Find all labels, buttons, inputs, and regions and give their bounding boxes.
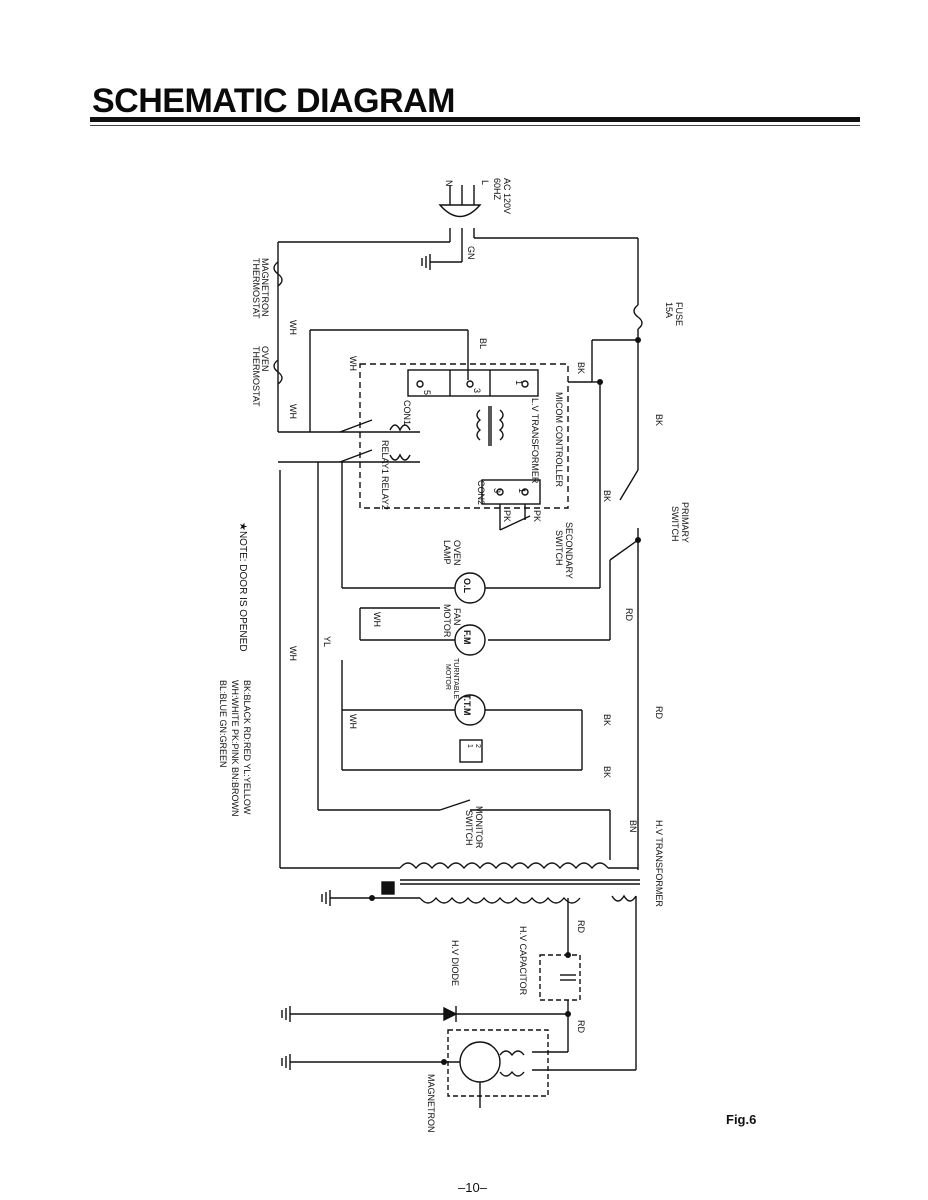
fan-motor-label: FAN xyxy=(452,608,462,626)
con2-connector xyxy=(481,479,541,505)
wire-tag-bk-3: BK xyxy=(602,490,612,502)
con2-label: CON2 xyxy=(476,480,486,505)
primary-switch xyxy=(619,469,639,501)
lv-transformer-primary xyxy=(476,409,482,441)
title-underline xyxy=(90,117,860,122)
secondary-switch-label-2: SWITCH xyxy=(554,530,564,566)
pin-1-label: 1 xyxy=(514,380,524,385)
wire-tag-rd-2: RD xyxy=(654,706,664,719)
pin-5-label: 5 xyxy=(422,390,432,395)
hv-capacitor-label: H.V CAPACITOR xyxy=(518,926,528,996)
ground-symbols xyxy=(281,254,431,1070)
wire-tag-yl: YL xyxy=(322,636,332,647)
page-title: SCHEMATIC DIAGRAM xyxy=(92,82,455,120)
door-note: ★NOTE: DOOR IS OPENED xyxy=(237,522,248,652)
oven-thermostat-label-2: THERMOSTAT xyxy=(251,346,261,407)
legend-row-1: BK:BLACK RD:RED YL:YELLOW xyxy=(242,680,252,815)
primary-switch-label-2: SWITCH xyxy=(670,506,680,542)
fuse-label: FUSE xyxy=(674,302,684,326)
primary-switch-label: PRIMARY xyxy=(680,502,690,543)
turntable-connector xyxy=(459,739,483,763)
junction-dots xyxy=(369,337,641,1065)
con1-connector xyxy=(407,369,539,397)
wire-tag-bk-2: BK xyxy=(654,414,664,426)
tt-pin-1-label: 1 xyxy=(466,744,473,748)
oven-lamp-symbol: O.L xyxy=(462,578,472,594)
wire-tag-wh-6: WH xyxy=(348,714,358,729)
secondary-switch xyxy=(499,515,531,531)
micom-controller-label: MICOM CONTROLLER xyxy=(554,392,564,488)
legend-row-3: BL:BLUE GN:GREEN xyxy=(218,680,228,768)
turntable-motor-label-2: MOTOR xyxy=(444,664,451,690)
magnetron-thermostat-label: MAGNETRON xyxy=(260,258,270,317)
magnetron-thermostat-symbol xyxy=(273,261,283,287)
gn-label: GN xyxy=(466,246,476,260)
magnetron-symbol xyxy=(459,1041,501,1083)
tt-pin-2-label: 2 xyxy=(474,744,481,748)
power-plug xyxy=(438,204,482,218)
wire-tag-wh-3: WH xyxy=(288,404,298,419)
figure-label: Fig.6 xyxy=(726,1112,757,1127)
relay1-label: RELAY1 xyxy=(380,440,390,474)
relay2-label: RELAY2 xyxy=(380,476,390,510)
wire-tag-rd-3: RD xyxy=(576,920,586,933)
hv-diode-symbol xyxy=(443,1006,458,1022)
ac-supply-label: AC 120V xyxy=(502,178,512,214)
hv-transformer-filament xyxy=(611,894,637,902)
fan-motor-symbol: F.M xyxy=(462,630,472,645)
magnetron-box xyxy=(447,1029,549,1097)
wire-tag-bk-1: BK xyxy=(576,362,586,374)
wire-tag-bn: BN xyxy=(628,820,638,833)
oven-lamp-label: OVEN xyxy=(452,540,462,566)
pin-3-label: 3 xyxy=(472,388,482,393)
wire-tag-wh-4: WH xyxy=(372,612,382,627)
fuse-rating-label: 15A xyxy=(664,302,674,318)
secondary-switch-label: SECONDARY xyxy=(564,522,574,579)
oven-thermostat-symbol xyxy=(273,359,283,385)
title-underline-thin xyxy=(90,125,860,126)
wire-tag-bk-5: BK xyxy=(602,766,612,778)
plug-n-label: N xyxy=(444,180,454,187)
oven-thermostat-label: OVEN xyxy=(260,346,270,372)
wire-tag-wh-2: WH xyxy=(288,320,298,335)
relay1-coil xyxy=(389,424,411,432)
wire-tag-rd-1: RD xyxy=(624,608,634,621)
monitor-switch-label: MONITOR xyxy=(474,806,484,849)
con2-pin-3-label: 3 xyxy=(492,488,502,493)
plug-l-label: L xyxy=(480,180,490,185)
turntable-motor-symbol: T.T.M xyxy=(462,694,472,716)
wire-tag-wh-5: WH xyxy=(288,646,298,661)
legend-row-2: WH:WHITE PK:PINK BN:BROWN xyxy=(230,680,240,817)
magnetron-label: MAGNETRON xyxy=(426,1074,436,1133)
hv-diode-label: H.V DIODE xyxy=(450,940,460,986)
con1-label: CON1 xyxy=(402,400,412,425)
wire-tag-bl: BL xyxy=(478,338,488,349)
page-number: –10– xyxy=(458,1180,487,1195)
fuse-symbol xyxy=(633,304,643,330)
lv-transformer-label: L.V TRANSFORMER xyxy=(530,398,540,484)
hv-capacitor-box xyxy=(539,954,581,1001)
lv-transformer-secondary xyxy=(498,409,504,441)
wire-tag-pk-1: PK xyxy=(502,510,512,522)
wires xyxy=(273,185,643,1108)
magnetron-thermostat-label-2: THERMOSTAT xyxy=(251,258,261,319)
oven-lamp-label-2: LAMP xyxy=(442,540,452,565)
wire-tag-bk-4: BK xyxy=(602,714,612,726)
con2-pin-1-label: 1 xyxy=(517,488,527,493)
monitor-switch xyxy=(439,799,471,811)
turntable-motor-label: TURNTABLE xyxy=(452,658,459,699)
fan-motor-label-2: MOTOR xyxy=(442,604,452,638)
ac-frequency-label: 60HZ xyxy=(492,178,502,201)
micom-controller-box xyxy=(359,363,569,509)
hv-transformer-secondary xyxy=(419,896,581,904)
hv-transformer-primary xyxy=(399,862,609,870)
relay2-coil xyxy=(389,453,411,461)
wire-tag-rd-4: RD xyxy=(576,1020,586,1033)
hv-transformer-label: H.V TRANSFORMER xyxy=(654,820,664,907)
wire-tag-wh-1: WH xyxy=(348,356,358,371)
monitor-switch-label-2: SWITCH xyxy=(464,810,474,846)
wire-tag-pk-2: PK xyxy=(532,510,542,522)
